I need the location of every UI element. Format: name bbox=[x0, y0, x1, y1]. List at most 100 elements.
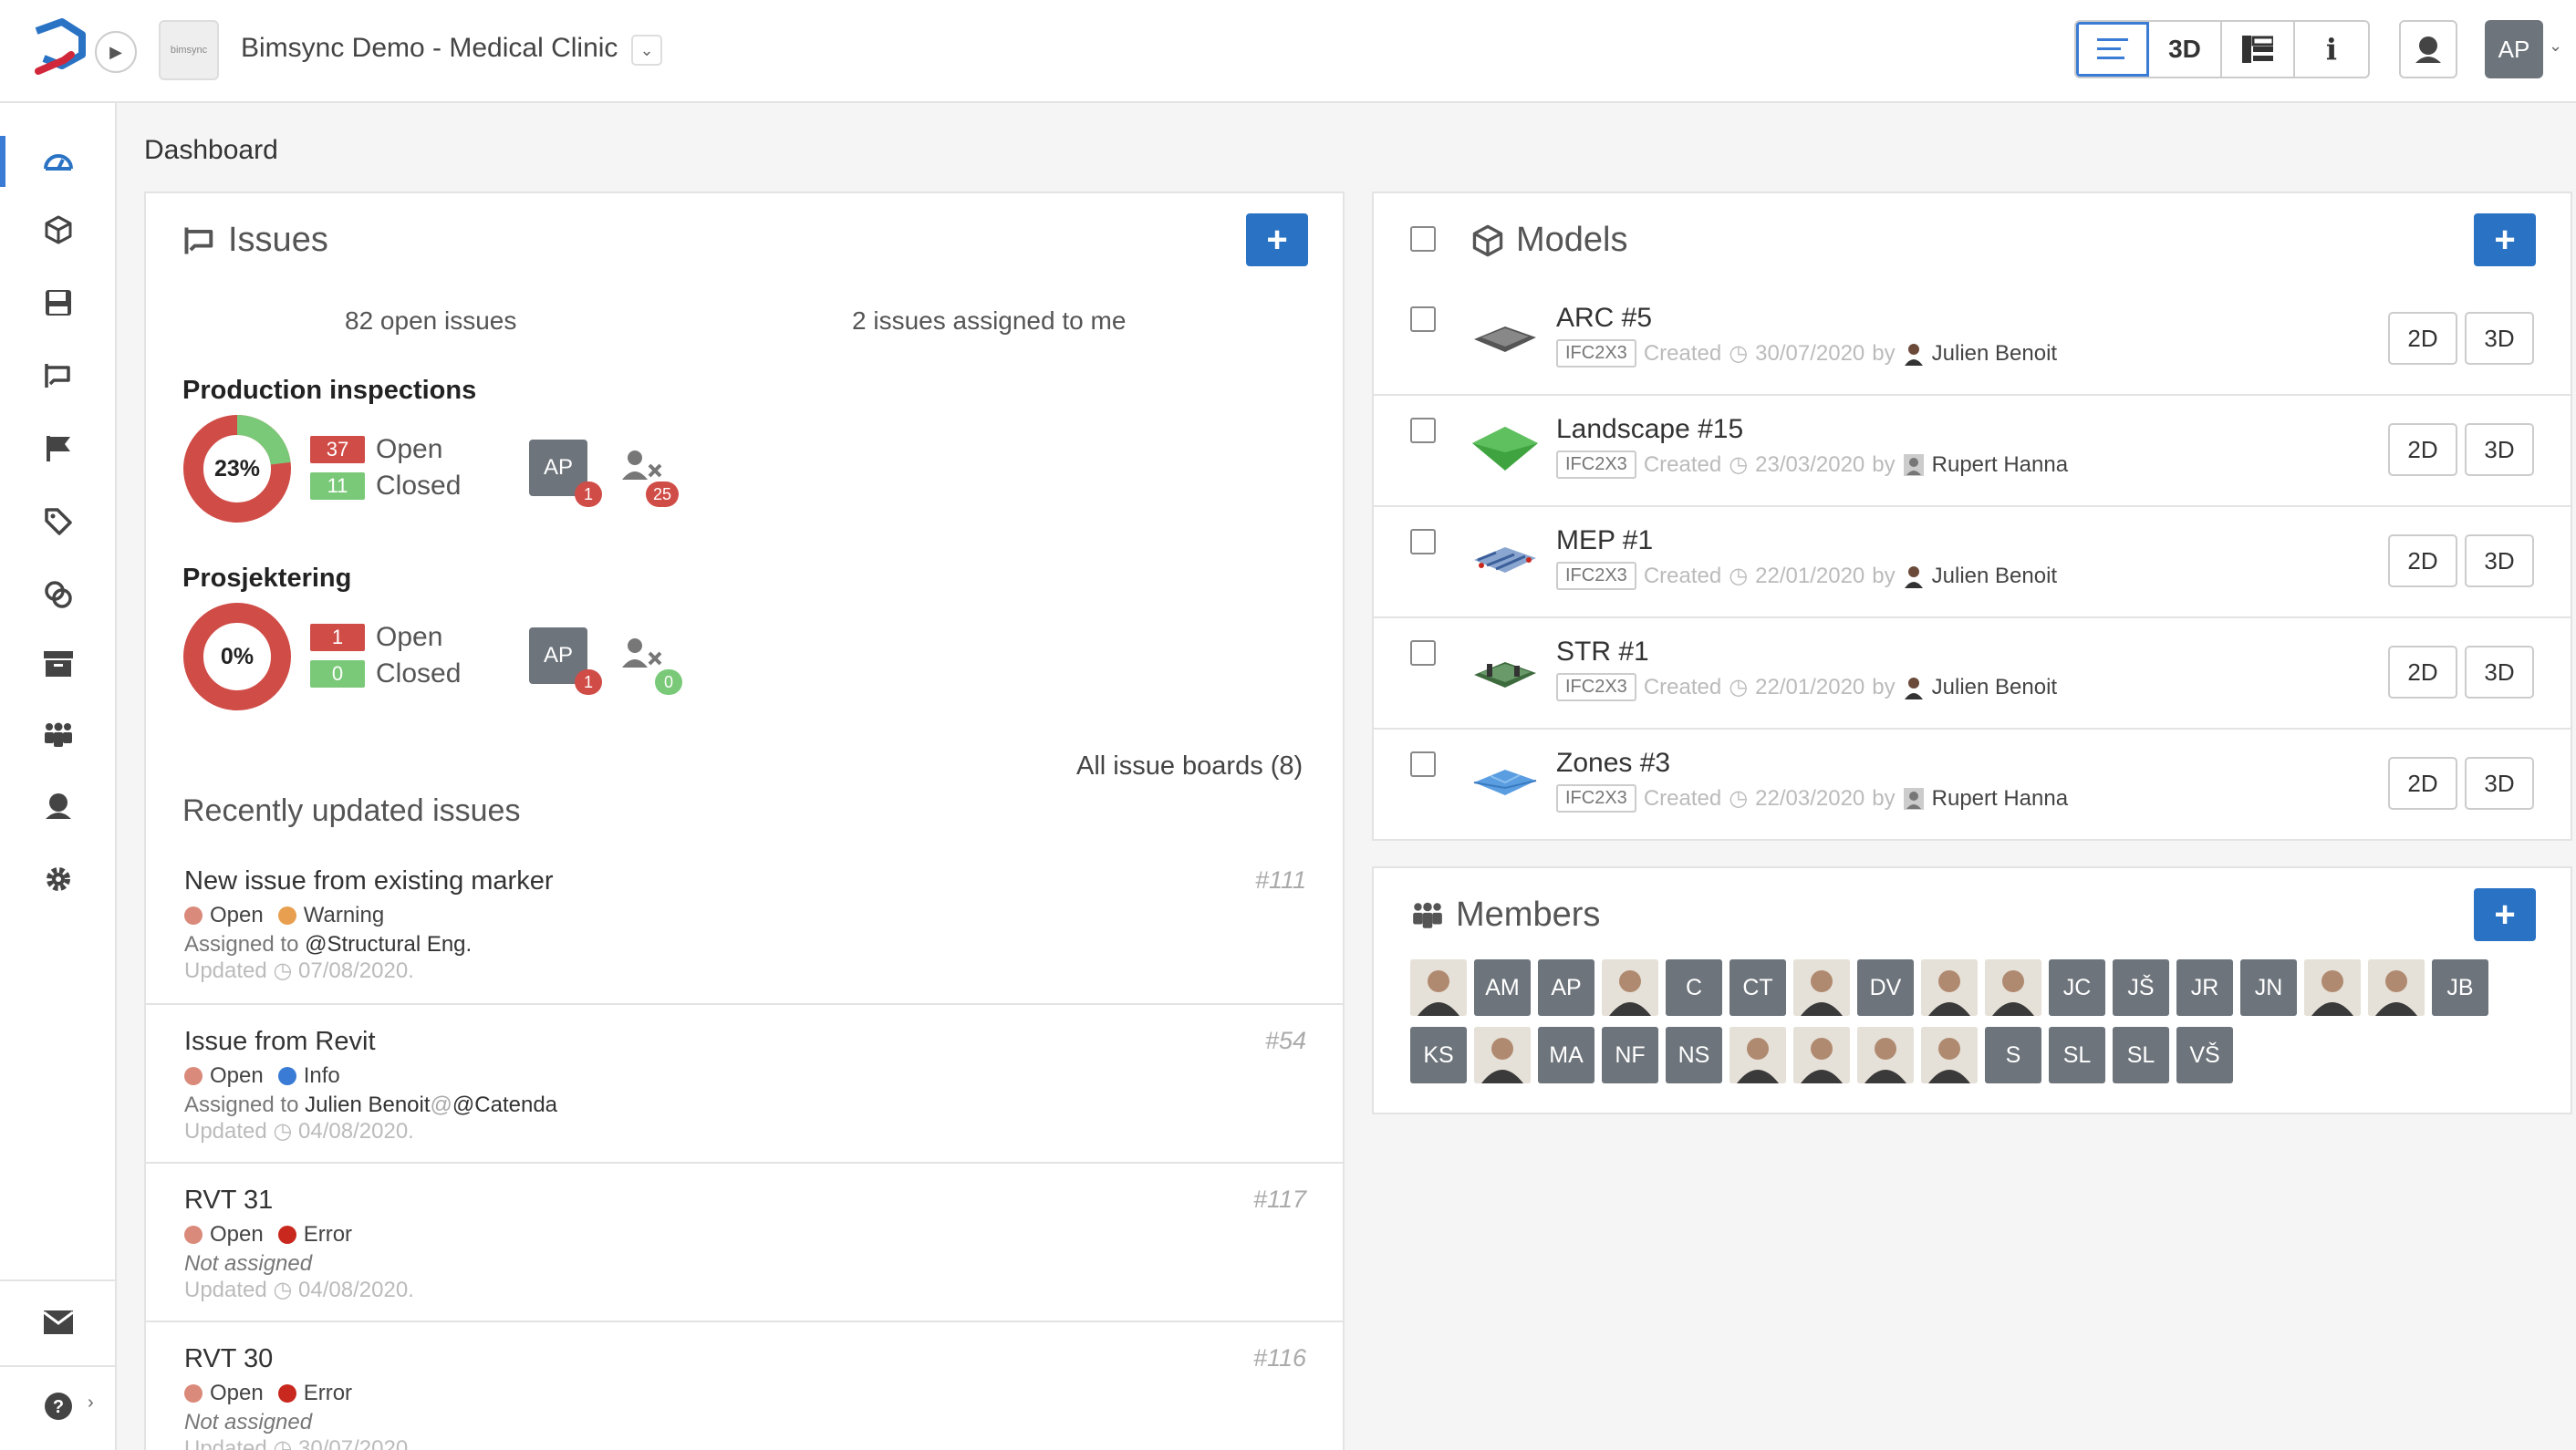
open-3d-button[interactable]: 3D bbox=[2465, 534, 2534, 587]
open-3d-button[interactable]: 3D bbox=[2465, 312, 2534, 365]
open-2d-button[interactable]: 2D bbox=[2388, 646, 2457, 699]
member-avatar[interactable]: SL bbox=[2113, 1027, 2169, 1083]
open-issues-count[interactable]: 82 open issues bbox=[345, 306, 517, 335]
sidebar-item-flags[interactable] bbox=[0, 417, 117, 481]
model-checkbox[interactable] bbox=[1410, 306, 1436, 332]
add-member-button[interactable]: + bbox=[2474, 888, 2536, 941]
assigned-to-me-count[interactable]: 2 issues assigned to me bbox=[852, 306, 1127, 335]
open-3d-button[interactable]: 3D bbox=[2465, 646, 2534, 699]
member-avatar[interactable]: AM bbox=[1474, 959, 1531, 1016]
model-name[interactable]: ARC #5 bbox=[1556, 303, 1653, 333]
member-avatar[interactable] bbox=[1729, 1027, 1786, 1083]
member-avatar[interactable] bbox=[1602, 959, 1658, 1016]
board-name[interactable]: Prosjektering bbox=[182, 564, 352, 593]
closed-label[interactable]: Closed bbox=[376, 471, 462, 501]
issue-row[interactable]: RVT 31 #117 Open Error Not assigned Upda… bbox=[146, 1162, 1345, 1321]
issue-title[interactable]: Issue from Revit bbox=[184, 1027, 376, 1056]
sidebar-item-help[interactable]: ? › bbox=[0, 1374, 117, 1438]
chevron-down-icon[interactable]: ⌄ bbox=[631, 35, 662, 66]
open-2d-button[interactable]: 2D bbox=[2388, 423, 2457, 476]
member-avatar[interactable]: S bbox=[1985, 1027, 2041, 1083]
play-icon[interactable]: ▶ bbox=[95, 31, 137, 73]
member-avatar[interactable] bbox=[2368, 959, 2425, 1016]
member-avatar[interactable]: JN bbox=[2240, 959, 2297, 1016]
list-view-button[interactable] bbox=[2076, 22, 2149, 77]
project-name[interactable]: Bimsync Demo - Medical Clinic bbox=[241, 33, 618, 63]
member-avatar[interactable]: NS bbox=[1666, 1027, 1722, 1083]
sidebar-item-tags[interactable] bbox=[0, 490, 117, 554]
member-avatar[interactable] bbox=[1985, 959, 2041, 1016]
model-checkbox[interactable] bbox=[1410, 529, 1436, 554]
member-avatar[interactable] bbox=[1793, 1027, 1850, 1083]
member-avatar[interactable]: DV bbox=[1857, 959, 1914, 1016]
issue-row[interactable]: New issue from existing marker #111 Open… bbox=[146, 844, 1345, 1003]
member-avatar[interactable] bbox=[1410, 959, 1467, 1016]
open-3d-button[interactable]: 3D bbox=[2465, 423, 2534, 476]
member-avatar[interactable]: VŠ bbox=[2176, 1027, 2233, 1083]
add-model-button[interactable]: + bbox=[2474, 213, 2536, 266]
add-issue-button[interactable]: + bbox=[1246, 213, 1308, 266]
issue-row[interactable]: Issue from Revit #54 Open Info Assigned … bbox=[146, 1003, 1345, 1162]
sidebar-item-settings[interactable] bbox=[0, 847, 117, 911]
open-count-badge[interactable]: 37 bbox=[310, 436, 365, 463]
sidebar-item-users[interactable] bbox=[0, 774, 117, 838]
open-3d-button[interactable]: 3D bbox=[2465, 757, 2534, 810]
unassigned-user-icon[interactable] bbox=[622, 637, 664, 673]
member-avatar[interactable]: C bbox=[1666, 959, 1722, 1016]
member-avatar[interactable]: SL bbox=[2049, 1027, 2105, 1083]
current-user-avatar[interactable]: AP bbox=[2485, 20, 2543, 78]
chevron-down-icon[interactable]: ⌄ bbox=[2549, 36, 2563, 55]
issue-title[interactable]: New issue from existing marker bbox=[184, 866, 554, 896]
open-label[interactable]: Open bbox=[376, 622, 443, 652]
model-name[interactable]: STR #1 bbox=[1556, 637, 1649, 667]
member-avatar[interactable]: AP bbox=[1538, 959, 1594, 1016]
model-checkbox[interactable] bbox=[1410, 640, 1436, 666]
member-avatar[interactable] bbox=[1921, 1027, 1978, 1083]
sidebar-item-members[interactable] bbox=[0, 703, 117, 767]
tree-view-button[interactable] bbox=[2222, 22, 2295, 77]
member-avatar[interactable] bbox=[1793, 959, 1850, 1016]
member-avatar[interactable]: CT bbox=[1729, 959, 1786, 1016]
sidebar-item-models[interactable] bbox=[0, 198, 117, 262]
info-button[interactable]: i bbox=[2295, 22, 2368, 77]
member-avatar[interactable]: KS bbox=[1410, 1027, 1467, 1083]
member-avatar[interactable]: JB bbox=[2432, 959, 2488, 1016]
member-avatar[interactable] bbox=[1921, 959, 1978, 1016]
model-name[interactable]: MEP #1 bbox=[1556, 525, 1654, 555]
sidebar-item-links[interactable] bbox=[0, 563, 117, 627]
unassigned-user-icon[interactable] bbox=[622, 449, 664, 485]
open-2d-button[interactable]: 2D bbox=[2388, 757, 2457, 810]
closed-label[interactable]: Closed bbox=[376, 658, 462, 689]
closed-count-badge[interactable]: 11 bbox=[310, 472, 365, 500]
open-2d-button[interactable]: 2D bbox=[2388, 534, 2457, 587]
member-avatar[interactable] bbox=[1857, 1027, 1914, 1083]
sidebar-item-archive[interactable] bbox=[0, 632, 117, 696]
open-2d-button[interactable]: 2D bbox=[2388, 312, 2457, 365]
model-checkbox[interactable] bbox=[1410, 751, 1436, 777]
closed-count-badge[interactable]: 0 bbox=[310, 660, 365, 688]
sidebar-item-dashboard[interactable] bbox=[0, 129, 117, 192]
sidebar-item-messages[interactable] bbox=[0, 1290, 117, 1354]
issue-title[interactable]: RVT 31 bbox=[184, 1186, 274, 1215]
all-issue-boards-link[interactable]: All issue boards (8) bbox=[1076, 751, 1304, 781]
member-avatar[interactable]: JC bbox=[2049, 959, 2105, 1016]
member-avatar[interactable] bbox=[2304, 959, 2361, 1016]
issue-row[interactable]: RVT 30 #116 Open Error Not assigned Upda… bbox=[146, 1321, 1345, 1450]
board-name[interactable]: Production inspections bbox=[182, 376, 477, 405]
member-avatar[interactable]: MA bbox=[1538, 1027, 1594, 1083]
member-avatar[interactable]: JR bbox=[2176, 959, 2233, 1016]
bimsync-logo[interactable] bbox=[31, 18, 88, 78]
member-avatar[interactable] bbox=[1474, 1027, 1531, 1083]
open-count-badge[interactable]: 1 bbox=[310, 624, 365, 651]
3d-view-button[interactable]: 3D bbox=[2149, 22, 2222, 77]
sidebar-item-issues[interactable] bbox=[0, 344, 117, 408]
issue-title[interactable]: RVT 30 bbox=[184, 1344, 274, 1373]
open-label[interactable]: Open bbox=[376, 434, 443, 464]
member-avatar[interactable]: JŠ bbox=[2113, 959, 2169, 1016]
model-name[interactable]: Landscape #15 bbox=[1556, 414, 1744, 444]
